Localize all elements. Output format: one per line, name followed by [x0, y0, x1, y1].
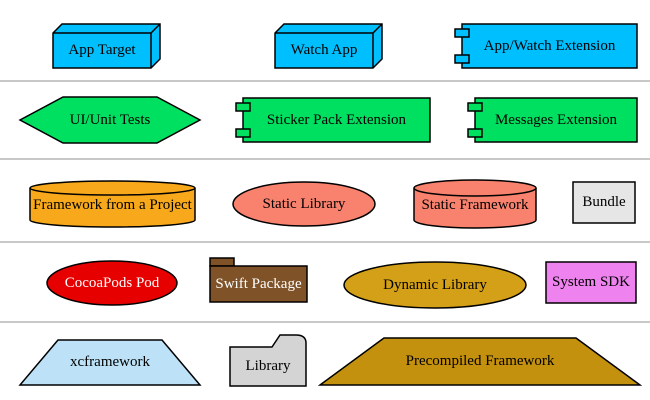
ellipse-shape [232, 181, 376, 227]
row-separator [0, 158, 650, 160]
row-separator [0, 321, 650, 323]
row-separator [0, 80, 650, 82]
box-shape [545, 261, 637, 304]
row-separator [0, 241, 650, 243]
node-system-sdk: System SDK [545, 261, 637, 304]
node-xcframework: xcframework [18, 339, 202, 386]
trapezoid-shape [18, 339, 202, 386]
component-shape [235, 97, 431, 143]
folder-shape [229, 334, 307, 387]
node-ui-unit-tests: UI/Unit Tests [18, 96, 202, 144]
component-shape [467, 97, 638, 143]
hexagon-shape [18, 96, 202, 144]
ellipse-shape [46, 260, 178, 306]
box-shape [572, 181, 636, 224]
node-watch-app: Watch App [274, 23, 383, 69]
node-framework-from-project: Framework from a Project [29, 180, 196, 228]
node-static-framework: Static Framework [413, 179, 537, 229]
node-app-watch-extension: App/Watch Extension [454, 23, 638, 69]
ellipse-shape [343, 261, 527, 309]
box3d-shape [52, 23, 161, 69]
node-library: Library [229, 334, 307, 387]
tab-shape [209, 257, 308, 303]
node-swift-package: Swift Package [209, 257, 308, 303]
node-dynamic-library: Dynamic Library [343, 261, 527, 309]
node-cocoapods-pod: CocoaPods Pod [46, 260, 178, 306]
node-app-target: App Target [52, 23, 161, 69]
trapezoid-shape [317, 337, 643, 386]
cylinder-shape [29, 180, 196, 228]
node-sticker-pack-extension: Sticker Pack Extension [235, 97, 431, 143]
node-messages-extension: Messages Extension [467, 97, 638, 143]
box3d-shape [274, 23, 383, 69]
component-shape [454, 23, 638, 69]
node-static-library: Static Library [232, 181, 376, 227]
node-bundle: Bundle [572, 181, 636, 224]
cylinder-shape [413, 179, 537, 229]
node-precompiled-framework: Precompiled Framework [317, 337, 643, 386]
